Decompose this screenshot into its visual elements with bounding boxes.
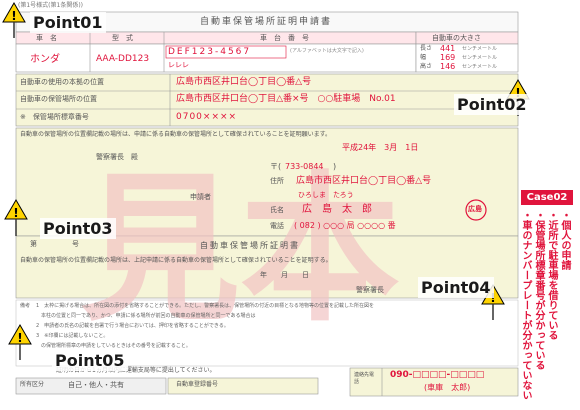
ownership-label: 所有区分	[20, 381, 45, 388]
notes-line-2: 本柱の位置と同一であり、かつ、申請に係る場所が前回の自動車の保管場所と同一である…	[36, 313, 256, 319]
case-label: Case02	[521, 190, 573, 205]
notes-label: 備考	[20, 303, 31, 309]
seal-circle	[465, 199, 487, 221]
phone-label: 電話	[270, 222, 284, 230]
notes-line-4: 3 ※印欄には記載しないこと。	[36, 333, 109, 339]
point-label-04: Point04	[418, 277, 494, 298]
postal-prefix: 〒(	[270, 162, 282, 171]
chassis-sub-value: レレレ	[168, 61, 189, 69]
contact-box	[349, 367, 519, 397]
car-name-value: ホンダ	[30, 54, 60, 65]
sticker-number-label: ※ 保管場所標章番号	[20, 113, 89, 121]
ownership-value: 自己・他人・共有	[68, 381, 124, 389]
form-number-label: (第1号様式(第1条関係))	[18, 2, 83, 9]
size-height-value: 146	[440, 62, 456, 71]
cert-date: 年 月 日	[260, 271, 309, 279]
svg-text:!: !	[490, 291, 495, 305]
storage-location-label: 自動車の保管場所の位置	[20, 95, 97, 103]
size-unit: センチメートル	[462, 46, 498, 52]
size-width-value: 169	[440, 53, 456, 62]
registration-label: 自動車登録番号	[176, 381, 219, 388]
notes-line-5: の保管場所標章の申請をしているときはその番号を記載すること。	[36, 343, 191, 349]
point-label-01: Point01	[30, 12, 106, 33]
police-chief-label: 警察署長 殿	[96, 153, 138, 161]
col-size-header: 自動車の大きさ	[432, 34, 481, 42]
address-label: 住所	[270, 177, 284, 185]
base-location-value: 広島市西区井口台◯丁目◯番△号	[176, 77, 312, 87]
phone-value: ( 082 ) ○○○ 局 ○○○○ 番	[294, 221, 396, 230]
storage-location-value: 広島市西区井口台◯丁目△番×号 ○○駐車場 No.01	[176, 94, 396, 104]
col-model-header: 型 式	[112, 34, 133, 42]
base-location-label: 自動車の使用の本拠の位置	[20, 78, 104, 86]
cert-text: 自動車の保管場所の位置欄記載の場所は、上記申請に係る自動車の保管場所として確保さ…	[20, 257, 332, 264]
contact-phone: 090-□□□□-□□□□	[390, 370, 485, 380]
point-label-05: Point05	[52, 350, 128, 371]
size-unit: センチメートル	[462, 64, 498, 70]
col-name-header: 車 名	[36, 34, 57, 42]
application-date: 平成24年 3月 1日	[342, 143, 419, 152]
col-chassis-header: 車 台 番 号	[260, 34, 309, 42]
location-block-bg	[15, 73, 519, 127]
vehicle-header-bg	[15, 31, 417, 45]
sticker-number-value: 0700××××	[176, 112, 238, 122]
warning-icon: !	[8, 324, 32, 360]
applicant-name: 広 島 太 郎	[302, 204, 372, 215]
svg-text:!: !	[11, 9, 16, 23]
notes-line-1: 1 太枠に掲げる場合は、所在図の添付を省略することができる。ただし、警察署長は、…	[36, 303, 374, 309]
contact-label: 連絡先電話	[354, 372, 375, 385]
postal-code: 733-0844	[285, 162, 324, 171]
cert-title: 自動車保管場所証明書	[200, 241, 300, 250]
postal-suffix: )	[333, 162, 337, 171]
warning-icon: !	[4, 199, 28, 236]
cert-number-label: 第 号	[30, 240, 79, 248]
chassis-note: (アルファベットは大文字で記入)	[290, 48, 364, 54]
registration-box	[167, 377, 319, 395]
notes-line-3: 2 申請者の氏名の記載を自署で行う場合においては、押印を省略することができる。	[36, 323, 229, 329]
size-height-label: 高さ	[420, 63, 433, 70]
car-model-value: AAA-DD123	[96, 54, 150, 64]
seal-text: 広島	[468, 205, 482, 213]
size-length-value: 441	[440, 44, 456, 53]
size-width-label: 幅	[420, 54, 427, 61]
case-line-2: ・近所で駐車場を借りている	[546, 210, 557, 340]
point-label-02: Point02	[454, 94, 530, 115]
point-label-03: Point03	[40, 218, 116, 239]
contact-name: (車庫 太郎)	[424, 383, 471, 392]
form-title: 自動車保管場所証明申請書	[200, 17, 333, 27]
ownership-box	[15, 377, 167, 395]
chassis-boxes	[165, 45, 287, 59]
case-line-1: ・個人の申請	[559, 210, 570, 270]
chassis-number-value: DEF123-4567	[168, 47, 252, 57]
case-line-3: ・保管場所標章番号が分かっている	[533, 210, 544, 370]
case-line-4: ・車のナンバープレートが分かっていない	[520, 210, 531, 400]
size-length-label: 長さ	[420, 45, 433, 52]
svg-text:!: !	[17, 331, 22, 345]
size-values-bg	[415, 43, 519, 73]
watermark: 見本	[80, 155, 401, 343]
declaration-text: 自動車の保管場所の位置欄記載の場所は、申請に係る自動車の保管場所として確保されて…	[20, 131, 332, 138]
applicant-label: 申請者	[190, 193, 211, 201]
svg-text:!: !	[13, 206, 18, 220]
furigana-value: ひろしま たろう	[298, 191, 354, 199]
name-label: 氏名	[270, 206, 284, 214]
cert-chief-label: 警察署長	[356, 286, 384, 294]
notes-bottom: 証明の日から1ヵ月以内に運輸支局等に提出してください。	[56, 367, 216, 374]
address-value: 広島市西区井口台◯丁目◯番△号	[296, 176, 432, 186]
warning-icon: !	[2, 2, 26, 38]
size-unit: センチメートル	[462, 55, 498, 61]
svg-text:!: !	[515, 86, 520, 100]
